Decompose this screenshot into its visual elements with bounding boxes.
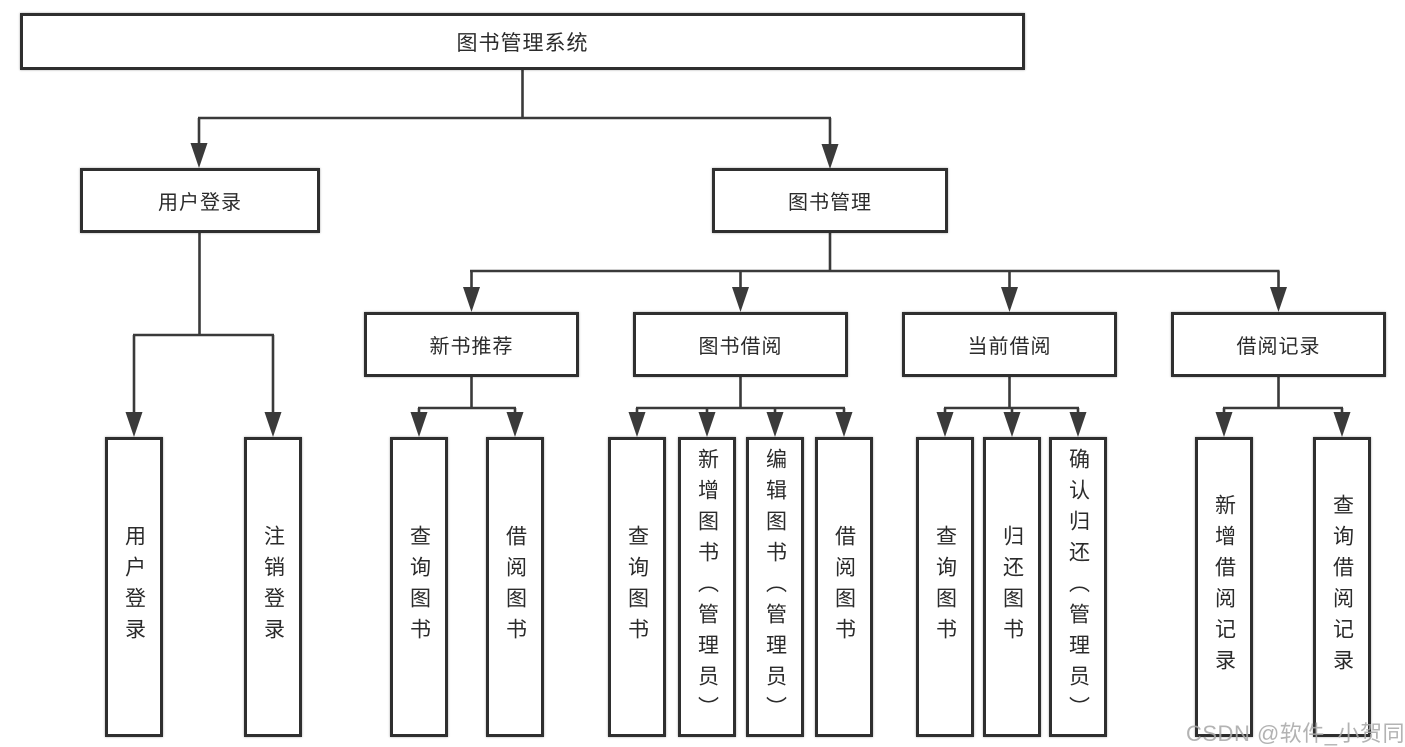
node-label: 查询图书 [625, 525, 649, 649]
node-label: 借阅记录 [1236, 336, 1321, 358]
leaf-user-login: 用户登录 [105, 437, 163, 737]
node-new-book-recommend: 新书推荐 [364, 312, 579, 377]
node-label: 新增借阅记录 [1212, 494, 1236, 680]
node-library-management-system: 图书管理系统 [20, 13, 1025, 70]
leaf-query-books-borrow: 查询图书 [608, 437, 666, 737]
node-label: 当前借阅 [967, 336, 1052, 358]
node-label: 确认归还（管理员） [1066, 447, 1090, 727]
leaf-query-borrow-record: 查询借阅记录 [1313, 437, 1371, 737]
leaf-edit-books-admin: 编辑图书（管理员） [746, 437, 804, 737]
node-label: 归还图书 [1000, 525, 1024, 649]
node-label: 查询图书 [933, 525, 957, 649]
leaf-borrow-books-recommend: 借阅图书 [486, 437, 544, 737]
leaf-confirm-return-admin: 确认归还（管理员） [1049, 437, 1107, 737]
leaf-return-books: 归还图书 [983, 437, 1041, 737]
node-label: 用户登录 [158, 192, 242, 214]
node-label: 查询借阅记录 [1330, 494, 1354, 680]
node-label: 查询图书 [407, 525, 431, 649]
node-label: 新增图书（管理员） [695, 447, 719, 727]
node-borrow-records: 借阅记录 [1171, 312, 1386, 377]
node-label: 用户登录 [122, 525, 146, 649]
leaf-logout: 注销登录 [244, 437, 302, 737]
node-label: 新书推荐 [429, 336, 514, 358]
node-label: 图书管理系统 [456, 31, 589, 55]
node-label: 借阅图书 [503, 525, 527, 649]
leaf-add-books-admin: 新增图书（管理员） [678, 437, 736, 737]
node-current-borrow: 当前借阅 [902, 312, 1117, 377]
node-label: 编辑图书（管理员） [763, 447, 787, 727]
leaf-query-books-current: 查询图书 [916, 437, 974, 737]
node-book-borrow: 图书借阅 [633, 312, 848, 377]
node-label: 注销登录 [261, 525, 285, 649]
node-label: 图书借阅 [698, 336, 783, 358]
leaf-borrow-books: 借阅图书 [815, 437, 873, 737]
node-label: 图书管理 [788, 192, 872, 214]
leaf-add-borrow-record: 新增借阅记录 [1195, 437, 1253, 737]
node-book-management: 图书管理 [712, 168, 948, 233]
node-label: 借阅图书 [832, 525, 856, 649]
leaf-query-books-recommend: 查询图书 [390, 437, 448, 737]
node-user-login: 用户登录 [80, 168, 320, 233]
watermark-text: CSDN @软件_小贺同学 [1186, 721, 1405, 746]
